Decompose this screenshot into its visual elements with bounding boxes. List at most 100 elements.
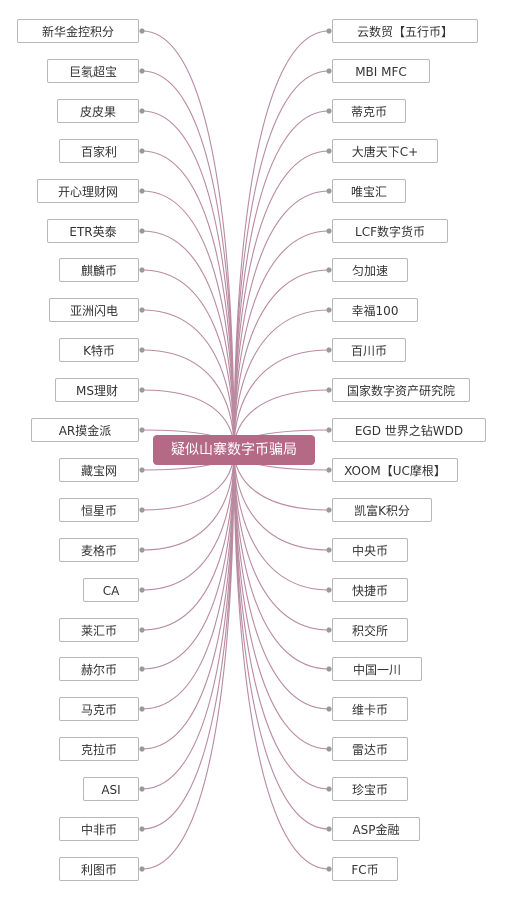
left-node[interactable]: 百家利 (59, 139, 139, 163)
right-node[interactable]: XOOM【UC摩根】 (332, 458, 458, 482)
right-connector-dot (326, 786, 332, 792)
right-node[interactable]: 幸福100 (332, 298, 418, 322)
left-connector (141, 449, 235, 870)
left-node[interactable]: 麒麟币 (59, 258, 139, 282)
right-connector-dot (326, 68, 332, 74)
left-node[interactable]: 开心理财网 (37, 179, 139, 203)
right-node[interactable]: 唯宝汇 (332, 179, 406, 203)
left-node[interactable]: K特币 (59, 338, 139, 362)
left-connector-dot (139, 387, 145, 393)
left-connector (141, 449, 235, 670)
left-connector-dot (139, 866, 145, 872)
right-connector-dot (326, 108, 332, 114)
right-connector (233, 449, 330, 790)
left-node[interactable]: ETR英泰 (47, 219, 139, 243)
right-connector-dot (326, 587, 332, 593)
left-node[interactable]: ASI (83, 777, 139, 801)
left-connector-dot (139, 826, 145, 832)
right-node[interactable]: MBI MFC (332, 59, 430, 83)
center-node[interactable]: 疑似山寨数字币骗局 (153, 435, 315, 465)
left-connector-dot (139, 786, 145, 792)
left-node[interactable]: 麦格币 (59, 538, 139, 562)
left-connector (141, 110, 235, 451)
left-connector-dot (139, 188, 145, 194)
right-node[interactable]: 百川币 (332, 338, 406, 362)
left-node[interactable]: 新华金控积分 (17, 19, 139, 43)
right-connector (233, 449, 330, 670)
left-connector-dot (139, 267, 145, 273)
right-connector (233, 449, 330, 551)
left-node[interactable]: 皮皮果 (57, 99, 139, 123)
left-connector (141, 349, 235, 451)
left-connector (141, 269, 235, 451)
left-node[interactable]: MS理财 (55, 378, 139, 402)
left-connector-dot (139, 706, 145, 712)
right-connector-dot (326, 826, 332, 832)
right-node[interactable]: 蒂克币 (332, 99, 406, 123)
right-node[interactable]: 快捷币 (332, 578, 408, 602)
right-connector-dot (326, 666, 332, 672)
left-connector-dot (139, 547, 145, 553)
right-connector-dot (326, 746, 332, 752)
right-connector-dot (326, 28, 332, 34)
right-node[interactable]: ASP金融 (332, 817, 420, 841)
left-connector (141, 449, 235, 790)
left-connector-dot (139, 108, 145, 114)
left-node[interactable]: 中非币 (59, 817, 139, 841)
right-connector (233, 30, 330, 451)
right-connector-dot (326, 148, 332, 154)
right-connector (233, 269, 330, 451)
left-node[interactable]: 藏宝网 (59, 458, 139, 482)
left-connector (141, 309, 235, 451)
left-node[interactable]: AR摸金派 (31, 418, 139, 442)
right-node[interactable]: 中央币 (332, 538, 408, 562)
left-connector (141, 449, 235, 551)
right-node[interactable]: 雷达币 (332, 737, 408, 761)
left-connector-dot (139, 68, 145, 74)
left-node[interactable]: 巨氡超宝 (47, 59, 139, 83)
left-node[interactable]: CA (83, 578, 139, 602)
right-connector-dot (326, 188, 332, 194)
right-node[interactable]: 云数贸【五行币】 (332, 19, 478, 43)
right-connector (233, 449, 330, 830)
left-node[interactable]: 马克币 (59, 697, 139, 721)
right-node[interactable]: FC币 (332, 857, 398, 881)
right-node[interactable]: 积交所 (332, 618, 408, 642)
right-connector (233, 349, 330, 451)
right-connector-dot (326, 307, 332, 313)
right-node[interactable]: LCF数字货币 (332, 219, 448, 243)
left-node[interactable]: 莱汇币 (59, 618, 139, 642)
left-node[interactable]: 恒星币 (59, 498, 139, 522)
left-node[interactable]: 赫尔币 (59, 657, 139, 681)
right-connector (233, 230, 330, 451)
left-connector-dot (139, 427, 145, 433)
left-connector-dot (139, 467, 145, 473)
right-connector-dot (326, 427, 332, 433)
left-connector-dot (139, 666, 145, 672)
right-node[interactable]: 凯富K积分 (332, 498, 432, 522)
right-node[interactable]: 大唐天下C+ (332, 139, 438, 163)
right-connector-dot (326, 507, 332, 513)
left-connector-dot (139, 587, 145, 593)
right-connector-dot (326, 387, 332, 393)
right-connector-dot (326, 347, 332, 353)
left-connector (141, 449, 235, 591)
left-connector (141, 70, 235, 451)
right-connector (233, 309, 330, 451)
right-node[interactable]: 珍宝币 (332, 777, 408, 801)
left-connector-dot (139, 148, 145, 154)
right-connector-dot (326, 267, 332, 273)
left-node[interactable]: 克拉币 (59, 737, 139, 761)
left-connector-dot (139, 347, 145, 353)
right-node[interactable]: EGD 世界之钻WDD (332, 418, 486, 442)
left-connector-dot (139, 28, 145, 34)
left-node[interactable]: 亚洲闪电 (49, 298, 139, 322)
left-node[interactable]: 利图币 (59, 857, 139, 881)
right-node[interactable]: 匀加速 (332, 258, 408, 282)
right-node[interactable]: 中国一川 (332, 657, 422, 681)
right-node[interactable]: 国家数字资产研究院 (332, 378, 470, 402)
left-connector-dot (139, 507, 145, 513)
right-node[interactable]: 维卡币 (332, 697, 408, 721)
left-connector-dot (139, 627, 145, 633)
left-connector (141, 449, 235, 830)
